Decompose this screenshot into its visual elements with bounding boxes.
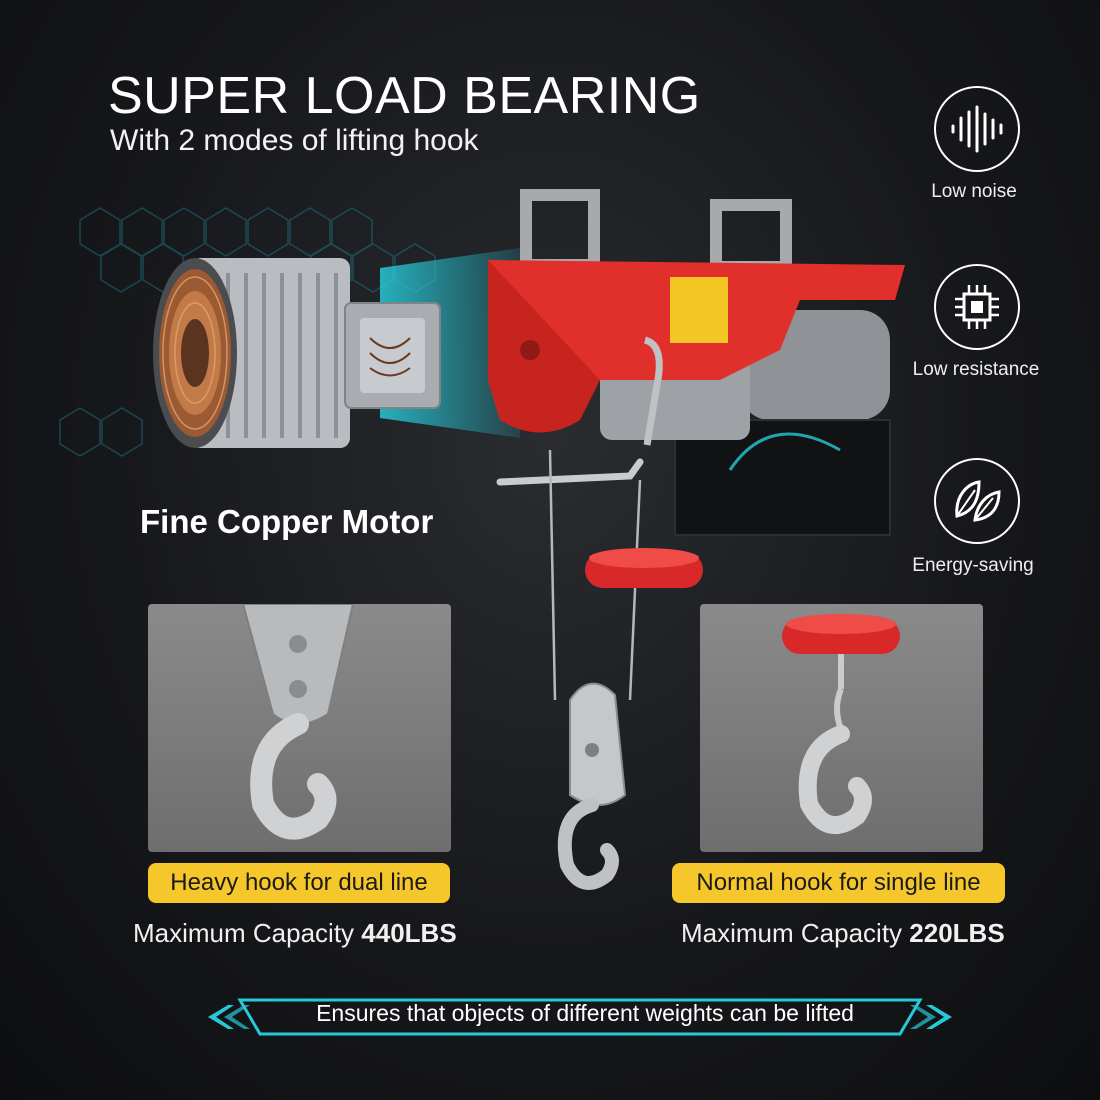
capacity-value: 440LBS <box>361 918 457 948</box>
chip-icon <box>955 285 999 329</box>
low-resistance-badge <box>934 264 1020 350</box>
capacity-prefix: Maximum Capacity <box>681 918 910 948</box>
electric-hoist-image <box>488 189 905 890</box>
footer-banner <box>208 998 952 1036</box>
feature-label-energy-saving: Energy-saving <box>912 555 1034 576</box>
normal-hook-photo <box>700 604 983 852</box>
motor-label: Fine Copper Motor <box>140 503 434 540</box>
feature-label-low-noise: Low noise <box>931 181 1017 202</box>
page-subtitle: With 2 modes of lifting hook <box>110 124 479 157</box>
capacity-value: 220LBS <box>909 918 1005 948</box>
footer-text: Ensures that objects of different weight… <box>316 1000 854 1026</box>
energy-saving-badge <box>934 458 1020 544</box>
chevron-right-icon <box>910 1005 952 1029</box>
heavy-hook-capacity: Maximum Capacity 440LBS <box>133 918 457 949</box>
normal-hook-badge: Normal hook for single line <box>672 863 1005 903</box>
heavy-hook-photo <box>148 604 451 852</box>
heavy-hook-icon <box>241 604 355 840</box>
feature-label-low-resistance: Low resistance <box>912 359 1040 380</box>
sound-wave-icon <box>951 105 1003 153</box>
capacity-prefix: Maximum Capacity <box>133 918 362 948</box>
normal-hook-capacity: Maximum Capacity 220LBS <box>681 918 1005 949</box>
hexagon-pattern <box>59 207 436 457</box>
heavy-hook-badge: Heavy hook for dual line <box>148 863 450 903</box>
low-noise-badge <box>934 86 1020 172</box>
copper-motor-image <box>153 258 441 448</box>
normal-hook-icon <box>782 614 900 834</box>
chevron-left-icon <box>208 1005 250 1029</box>
leaf-icon <box>955 480 1001 522</box>
page-title: SUPER LOAD BEARING <box>108 67 701 125</box>
